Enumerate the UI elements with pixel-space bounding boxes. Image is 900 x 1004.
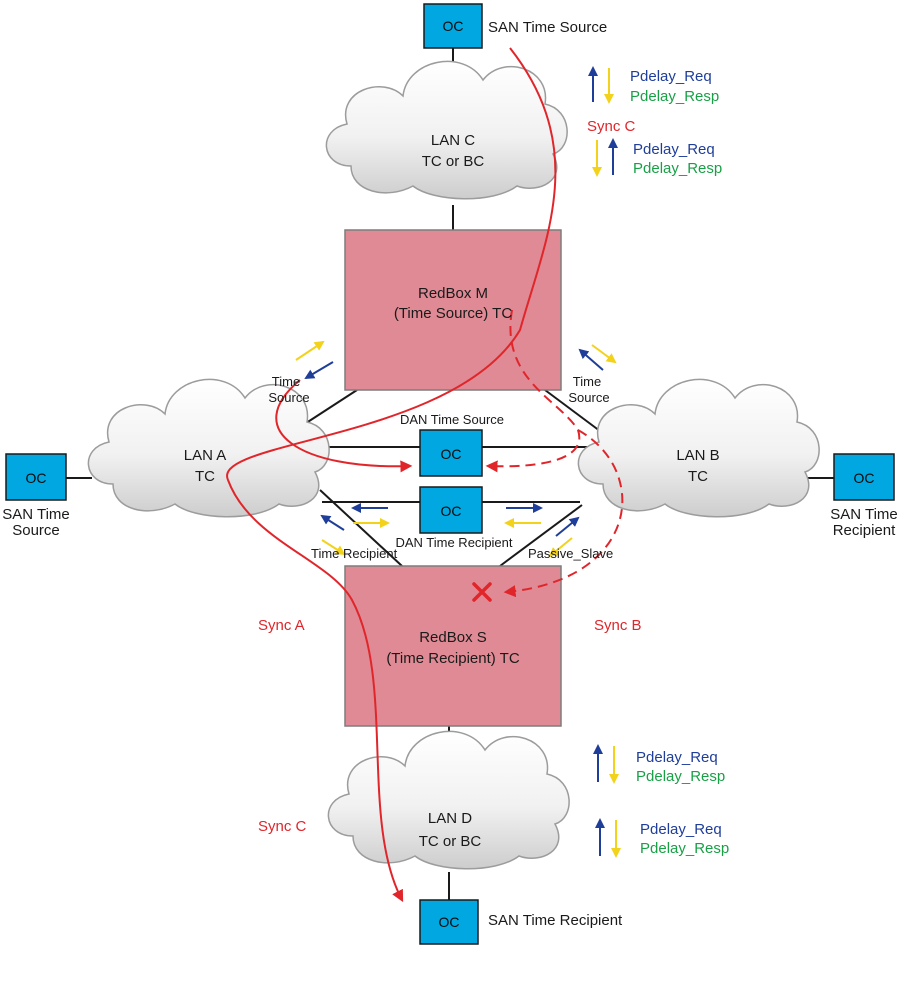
svg-text:OC: OC bbox=[443, 18, 464, 34]
oc-bottom: OC bbox=[419, 899, 479, 945]
svg-text:OC: OC bbox=[441, 503, 462, 519]
oc-left: OC bbox=[5, 453, 67, 501]
redbox-s-box bbox=[344, 565, 562, 727]
san-time-source-top-label: SAN Time Source bbox=[488, 19, 607, 36]
pdelay-resp-label-1: Pdelay_Resp bbox=[630, 88, 719, 105]
oc-right: OC bbox=[833, 453, 895, 501]
passive-slave-label: Passive_Slave bbox=[528, 546, 613, 561]
time-source-left-label-1: Time bbox=[272, 374, 300, 389]
lan-d-name: LAN D bbox=[428, 810, 472, 827]
lan-c-name: LAN C bbox=[431, 132, 475, 149]
redbox-s-line2: (Time Recipient) TC bbox=[386, 650, 520, 667]
svg-text:OC: OC bbox=[439, 914, 460, 930]
redbox-m-line1: RedBox M bbox=[418, 285, 488, 302]
pdelay-req-label-1: Pdelay_Req bbox=[630, 68, 712, 85]
lan-a-type: TC bbox=[195, 468, 215, 485]
time-source-right-label-2: Source bbox=[568, 390, 609, 405]
oc-dan-source: OC bbox=[419, 429, 483, 477]
time-source-left-label-2: Source bbox=[268, 390, 309, 405]
oc-top: OC bbox=[423, 3, 483, 49]
sync-a-path bbox=[275, 379, 413, 473]
lan-d-type: TC or BC bbox=[419, 833, 482, 850]
pdelay-resp-label-2: Pdelay_Resp bbox=[633, 160, 722, 177]
svg-text:OC: OC bbox=[854, 470, 875, 486]
san-time-recipient-right-label-2: Recipient bbox=[833, 522, 896, 539]
pdelay-req-label-3: Pdelay_Req bbox=[636, 749, 718, 766]
blocked-x-icon bbox=[472, 582, 492, 602]
sync-b-label: Sync B bbox=[594, 617, 642, 634]
pdelay-resp-label-4: Pdelay_Resp bbox=[640, 840, 729, 857]
san-time-source-left-label-2: Source bbox=[12, 522, 60, 539]
lan-b-name: LAN B bbox=[676, 447, 719, 464]
svg-text:OC: OC bbox=[26, 470, 47, 486]
pdelay-resp-label-3: Pdelay_Resp bbox=[636, 768, 725, 785]
lan-a-name: LAN A bbox=[184, 447, 227, 464]
time-source-right-label-1: Time bbox=[573, 374, 601, 389]
svg-text:OC: OC bbox=[441, 446, 462, 462]
lan-c-type: TC or BC bbox=[422, 153, 485, 170]
sync-c-path bbox=[226, 47, 557, 903]
redbox-s-line1: RedBox S bbox=[419, 629, 487, 646]
dan-time-recipient-label: DAN Time Recipient bbox=[395, 535, 512, 550]
sync-c-bottom-label: Sync C bbox=[258, 818, 307, 835]
sync-c-top-label: Sync C bbox=[587, 118, 636, 135]
sync-b-path bbox=[485, 309, 581, 473]
pdelay-req-label-4: Pdelay_Req bbox=[640, 821, 722, 838]
message-arrows bbox=[295, 66, 621, 858]
pdelay-req-label-2: Pdelay_Req bbox=[633, 141, 715, 158]
dan-time-source-label: DAN Time Source bbox=[400, 412, 504, 427]
redbox-m-line2: (Time Source) TC bbox=[394, 305, 513, 322]
cloud-lan-c bbox=[325, 60, 568, 200]
san-time-recipient-right-label-1: SAN Time bbox=[830, 506, 898, 523]
time-recipient-label: Time Recipient bbox=[311, 546, 398, 561]
lan-b-type: TC bbox=[688, 468, 708, 485]
oc-dan-recipient: OC bbox=[419, 486, 483, 534]
san-time-source-left-label-1: SAN Time bbox=[2, 506, 70, 523]
sync-a-label: Sync A bbox=[258, 617, 305, 634]
san-time-recipient-bottom-label: SAN Time Recipient bbox=[488, 912, 623, 929]
